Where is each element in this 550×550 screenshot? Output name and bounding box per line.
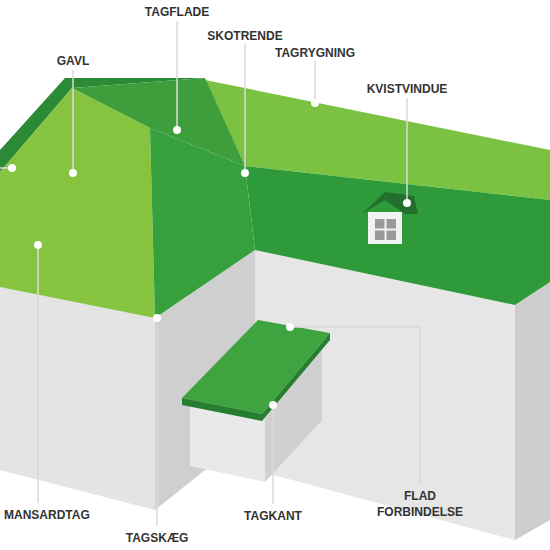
dormer-roof (362, 192, 418, 214)
part-label: TAGSKÆG (126, 530, 188, 546)
wing-roof-lower (150, 128, 255, 318)
gable-face (0, 88, 155, 318)
part-label: GAVL (57, 53, 89, 69)
left-wall (0, 285, 155, 510)
flat-roof-edge (182, 333, 330, 421)
part-label: TAGFLADE (145, 4, 209, 20)
main-roof-lower (245, 166, 550, 305)
flat-roof (182, 320, 330, 414)
part-label: KVISTVINDUE (367, 81, 448, 97)
part-label: TAGKANT (244, 508, 302, 524)
part-label: FLAD FORBINDELSE (370, 488, 470, 520)
dormer-front (368, 212, 402, 244)
dormer-window (375, 219, 396, 240)
part-label: MANSARDTAG (4, 507, 90, 523)
leader-lines (0, 21, 420, 526)
part-label: SKOTRENDE (207, 28, 282, 44)
part-label: TAGRYGNING (275, 45, 355, 61)
end-wall (515, 282, 550, 540)
leader-dots (8, 99, 411, 409)
